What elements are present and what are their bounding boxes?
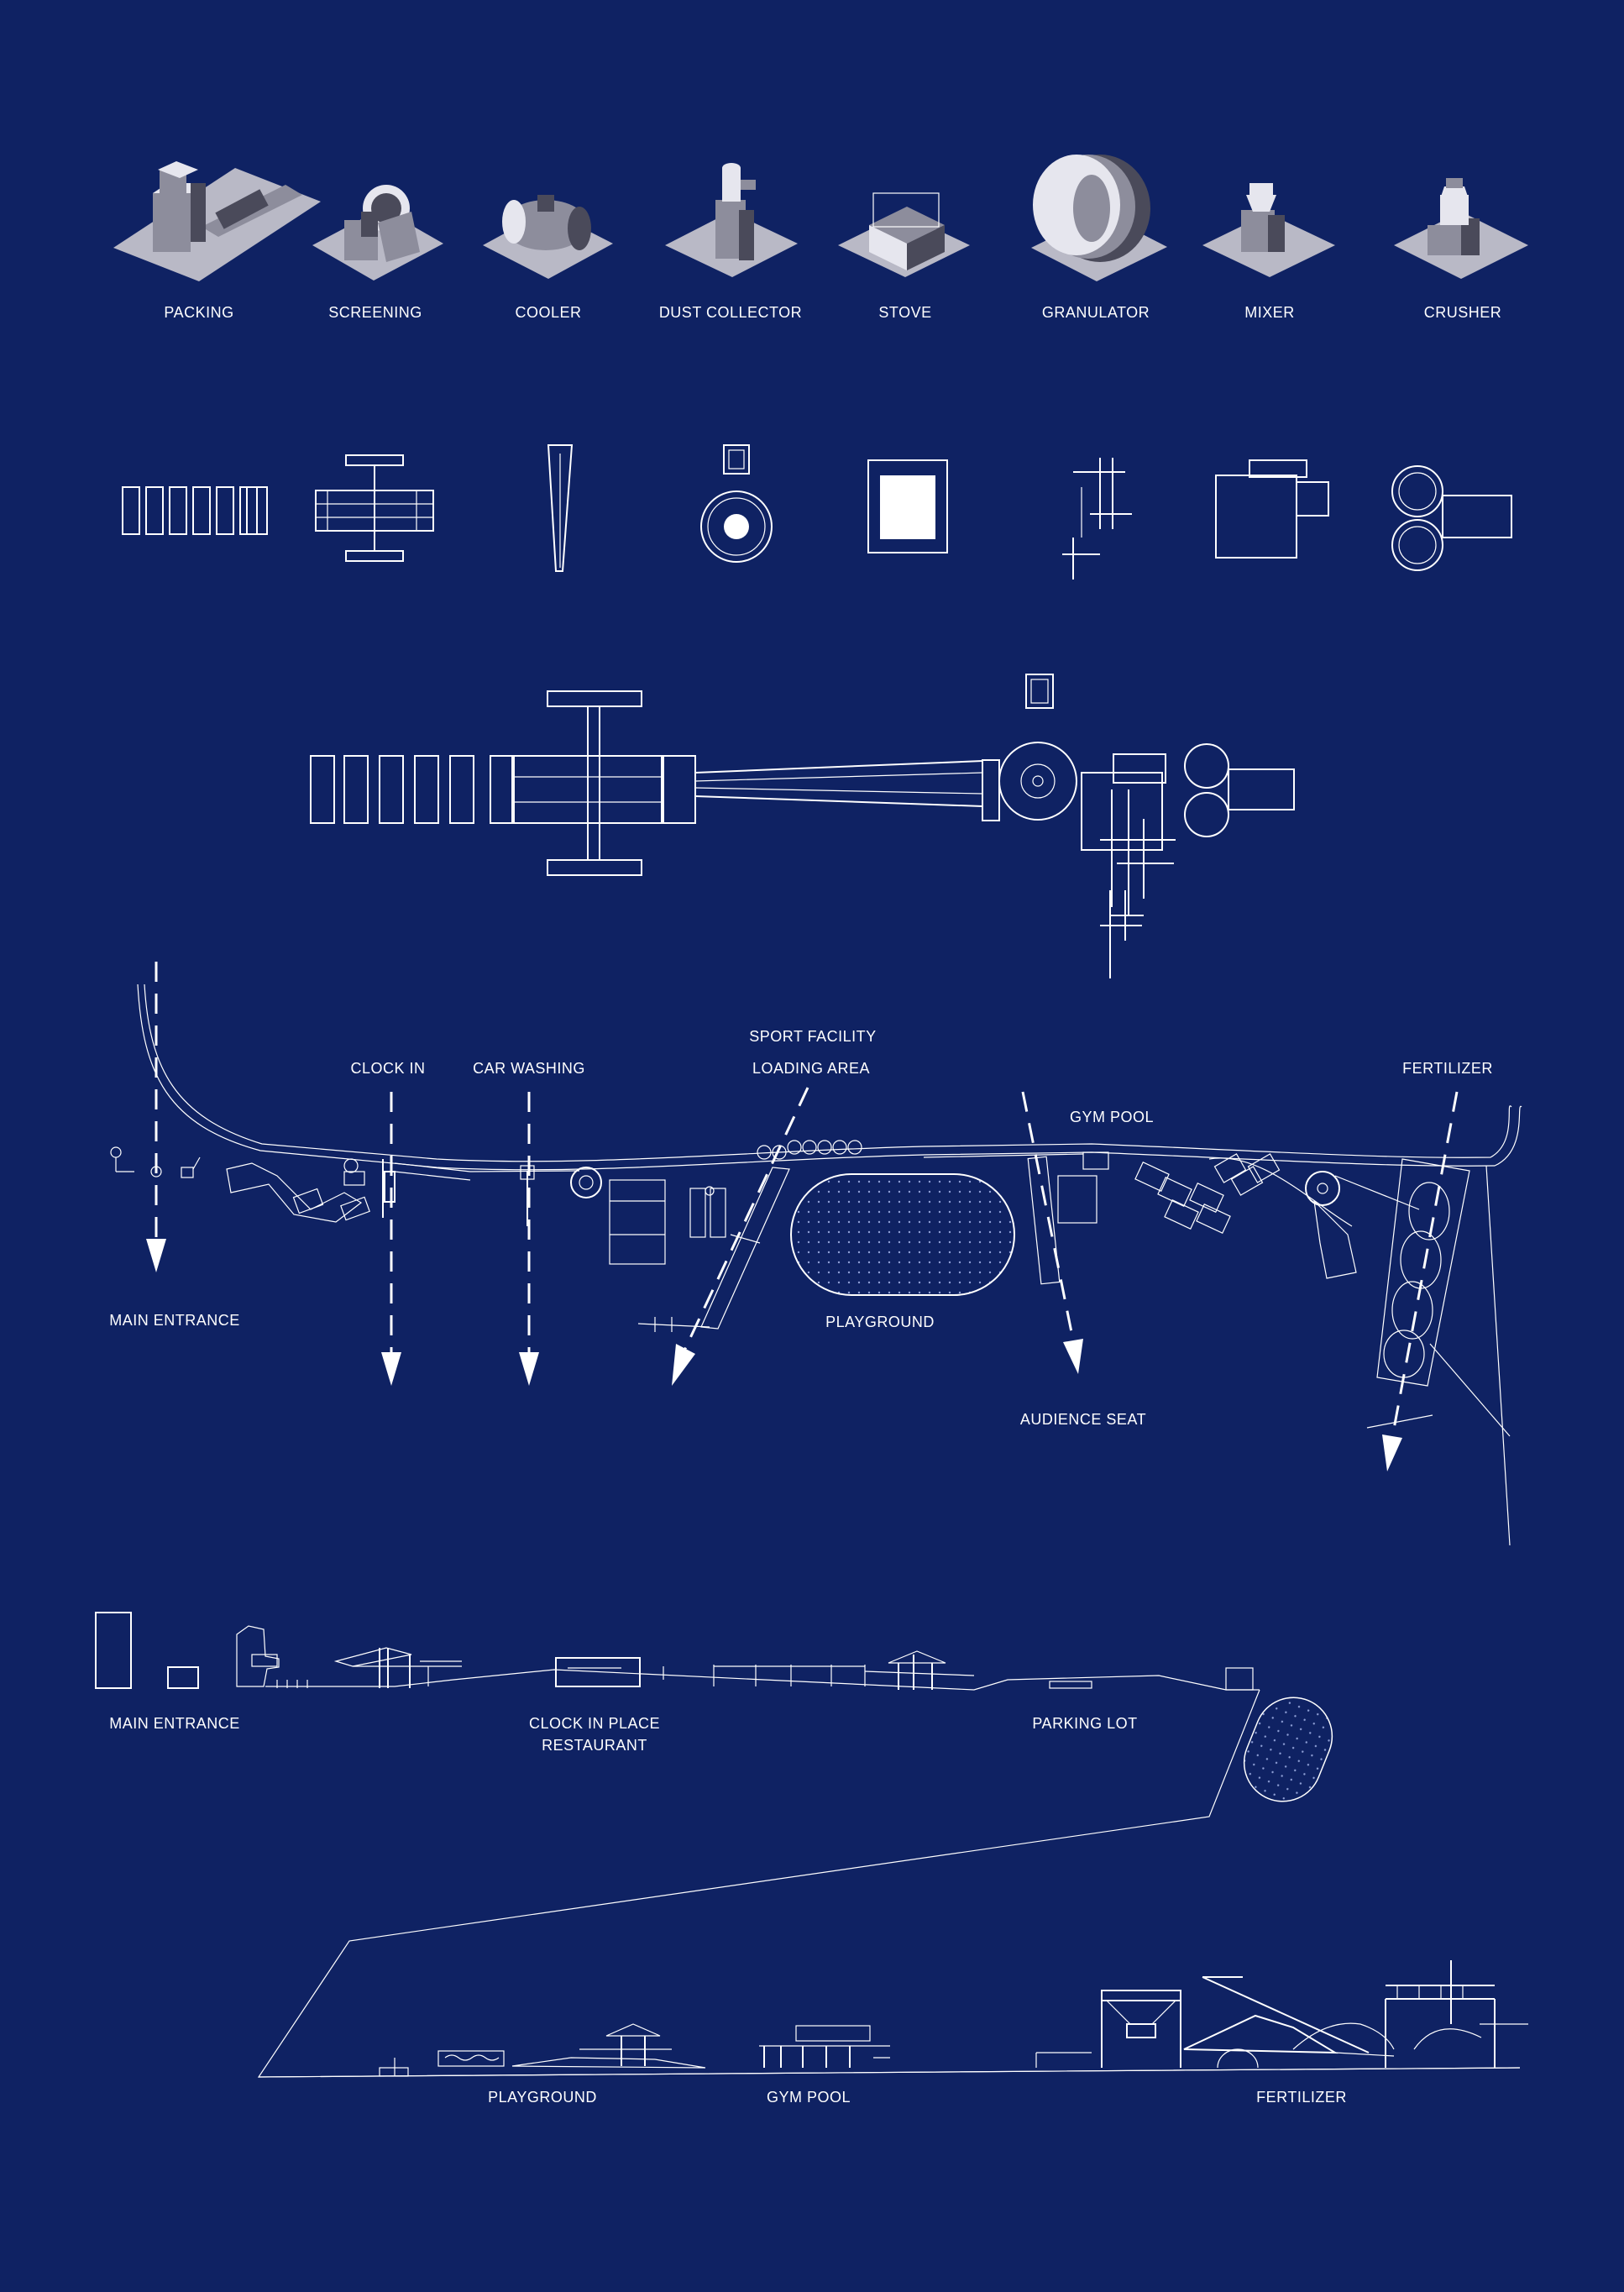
equipment-label-dust-collector: DUST COLLECTOR (659, 304, 802, 321)
equipment-label-crusher: CRUSHER (1424, 304, 1502, 321)
playground-track (790, 1173, 1015, 1296)
dust-collector-model (665, 163, 798, 277)
section-label-playground: PLAYGROUND (488, 2089, 597, 2106)
mixer-model (1202, 183, 1335, 277)
equipment-plan-symbols (122, 444, 1512, 580)
parking-lot-oval (1243, 1697, 1333, 1802)
site-plan (110, 983, 1522, 1546)
plan-labels: CLOCK IN CAR WASHING SPORT FACILITY LOAD… (109, 1028, 1493, 1428)
screening-plan-symbol (315, 454, 434, 562)
plan-label-main-entrance: MAIN ENTRANCE (109, 1312, 240, 1329)
cooler-plan-symbol (547, 444, 574, 572)
stove-model (838, 192, 970, 277)
equipment-label-packing: PACKING (164, 304, 233, 321)
plan-label-sport-facility: SPORT FACILITY (749, 1028, 876, 1045)
section-label-restaurant: RESTAURANT (542, 1737, 647, 1754)
section-label-parking-lot: PARKING LOT (1032, 1715, 1137, 1732)
equipment-label-granulator: GRANULATOR (1042, 304, 1150, 321)
plan-label-loading-area: LOADING AREA (752, 1060, 870, 1077)
section-two-labels: PLAYGROUND GYM POOL FERTILIZER (488, 2089, 1347, 2106)
section-two (258, 1960, 1528, 2078)
plan-label-gym-pool: GYM POOL (1070, 1109, 1154, 1125)
equipment-label-screening: SCREENING (328, 304, 422, 321)
equipment-models-row (113, 155, 1528, 281)
granulator-model (1031, 155, 1167, 281)
crusher-model (1394, 178, 1528, 279)
section-one-labels: MAIN ENTRANCE CLOCK IN PLACE RESTAURANT … (109, 1715, 1137, 1754)
access-arrows (146, 962, 1459, 1471)
plan-label-audience-seat: AUDIENCE SEAT (1020, 1411, 1146, 1428)
cooler-model (483, 195, 613, 279)
equipment-label-mixer: MIXER (1244, 304, 1295, 321)
screening-model (312, 185, 443, 281)
stove-plan-symbol (867, 459, 948, 553)
section-label-main-entrance: MAIN ENTRANCE (109, 1715, 240, 1732)
dust-collector-plan-symbol (700, 444, 773, 563)
packing-plan-symbol (122, 486, 268, 535)
crusher-plan-symbol (1391, 465, 1512, 571)
section-label-clock-in-place: CLOCK IN PLACE (529, 1715, 660, 1732)
packing-model (113, 161, 321, 281)
process-line-assembly (310, 674, 1295, 978)
equipment-labels: PACKING SCREENING COOLER DUST COLLECTOR … (164, 304, 1501, 321)
section-one (95, 1612, 1521, 2078)
equipment-label-stove: STOVE (878, 304, 931, 321)
equipment-label-cooler: COOLER (515, 304, 581, 321)
mixer-plan-symbol (1215, 459, 1329, 559)
plan-label-car-washing: CAR WASHING (473, 1060, 585, 1077)
section-label-fertilizer: FERTILIZER (1256, 2089, 1347, 2106)
section-label-gym-pool: GYM POOL (767, 2089, 851, 2106)
plan-label-clock-in: CLOCK IN (350, 1060, 425, 1077)
granulator-plan-symbol (1062, 458, 1132, 580)
plan-label-fertilizer: FERTILIZER (1402, 1060, 1493, 1077)
plan-label-playground: PLAYGROUND (825, 1314, 935, 1330)
fertilizer-grid-tiles (1134, 1153, 1281, 1234)
